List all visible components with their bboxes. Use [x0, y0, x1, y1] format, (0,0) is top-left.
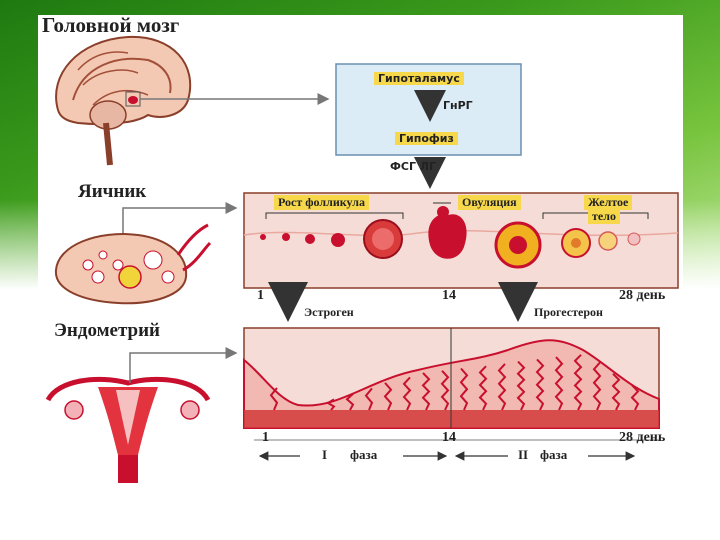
gnrh-label: ГнРГ [443, 99, 473, 112]
hypothalamus-label: Гипоталамус [374, 72, 464, 85]
spiral-artery [516, 360, 526, 411]
ovary-illustration [54, 223, 212, 305]
ovulation-label: Овуляция [458, 195, 521, 210]
top-timeline-end: 28 день [619, 288, 666, 303]
phase1-number: I [322, 447, 328, 462]
spiral-artery [554, 356, 564, 411]
ovary-label: Яичник [78, 181, 147, 202]
bottom-timeline-mid: 14 [442, 430, 456, 445]
spiral-artery [478, 365, 488, 411]
spiral-artery [269, 387, 279, 411]
estrogen-label: Эстроген [304, 305, 354, 319]
brain-illustration [55, 35, 192, 166]
spiral-artery [383, 382, 393, 411]
phase2-number: II [518, 447, 529, 462]
endometrium-label: Эндометрий [54, 320, 160, 341]
spiral-arteries [269, 354, 640, 411]
spiral-artery [459, 367, 469, 411]
brain-label: Головной мозг [42, 13, 180, 37]
spiral-artery [402, 376, 412, 411]
follicle-growth-label: Рост фолликула [274, 195, 369, 210]
endometrium-arrow [129, 347, 238, 383]
menstrual-cycle-diagram [45, 35, 679, 483]
top-timeline-mid: 14 [442, 288, 456, 303]
spiral-artery [592, 361, 602, 411]
spiral-artery [345, 393, 355, 411]
endometrium-strip [243, 327, 660, 429]
spiral-artery [326, 398, 336, 411]
spiral-artery [440, 370, 450, 411]
pituitary-label: Гипофиз [395, 132, 458, 145]
spiral-artery [573, 354, 583, 411]
ovary-arrow [122, 202, 238, 233]
spiral-artery [535, 358, 545, 411]
spiral-artery [611, 373, 621, 411]
top-timeline-start: 1 [257, 288, 264, 303]
corpus-luteum-label-1: Желтое [584, 195, 633, 210]
fsh-lh-label: ФСГ ЛГ [390, 160, 436, 173]
uterus-illustration [45, 376, 211, 483]
spiral-artery [421, 372, 431, 411]
phase2-word: фаза [540, 447, 568, 462]
diagram-panel: Головной мозг Гипоталамус ГнРГ Гипофиз Ф… [38, 13, 683, 485]
progesterone-label: Прогестерон [534, 305, 603, 319]
corpus-luteum-label-2: тело [588, 209, 620, 224]
bottom-timeline-end: 28 день [619, 430, 666, 445]
bottom-timeline-start: 1 [262, 430, 269, 445]
spiral-artery [364, 387, 374, 411]
phase1-word: фаза [350, 447, 378, 462]
spiral-artery [497, 363, 507, 411]
spiral-artery [630, 384, 640, 411]
